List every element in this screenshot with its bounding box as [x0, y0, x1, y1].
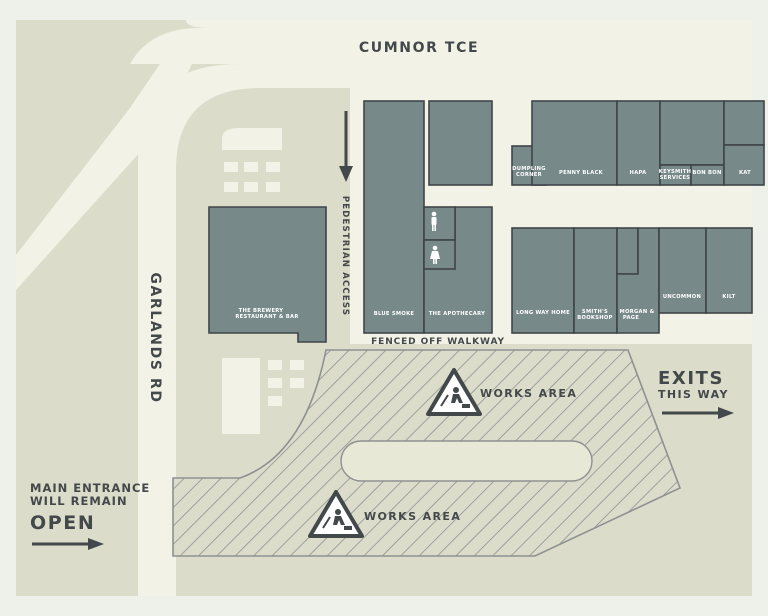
- building-hapa: [616, 100, 661, 186]
- building-keysmith: [659, 100, 725, 166]
- shop-label-uncommon: UNCOMMON: [663, 294, 701, 300]
- pedestrian-arrow-icon: [339, 111, 353, 182]
- label-pedestrian-access: PEDESTRIAN ACCESS: [340, 196, 350, 316]
- building-kilt: [705, 227, 753, 314]
- smiths-label-2: BOOKSHOP: [577, 315, 612, 321]
- building-blue-smoke: [363, 100, 425, 334]
- label-this-way: THIS WAY: [658, 388, 729, 401]
- shop-label-the-apothecary: THE APOTHECARY: [429, 311, 485, 317]
- morgan-label-2: PAGE: [623, 315, 639, 321]
- street-garlands-rd: GARLANDS RD: [147, 272, 163, 403]
- shop-label-kilt: KILT: [722, 294, 735, 300]
- svg-text:MORGAN &PAGE: MORGAN &PAGE: [620, 309, 655, 321]
- car-park-bottom: [222, 358, 304, 434]
- label-main-entrance: MAIN ENTRANCE: [30, 481, 150, 495]
- men-at-work-icon: [426, 368, 482, 416]
- brewery-label-1: THE BREWERY: [239, 308, 284, 314]
- smiths-label-1: SMITH'S: [582, 309, 608, 315]
- label-exits: EXITS: [658, 368, 724, 389]
- dumpling-label-1: DUMPLING: [512, 166, 546, 172]
- label-works-area-1: WORKS AREA: [480, 387, 577, 400]
- car-park-top: [222, 128, 282, 192]
- building-morgan-upper: [616, 227, 639, 275]
- building-the-brewery: [208, 206, 327, 343]
- label-fenced-off-walkway: FENCED OFF WALKWAY: [371, 337, 505, 347]
- shop-label-bon-bon: BON BON: [692, 170, 721, 176]
- shop-label-blue-smoke: BLUE SMOKE: [374, 311, 415, 317]
- works-zone-island: [340, 440, 593, 482]
- building-long-way-home: [511, 227, 575, 334]
- label-open: OPEN: [30, 512, 95, 534]
- cumnor-tce-road: [186, 20, 752, 28]
- dumpling-label-2: CORNER: [516, 172, 542, 178]
- label-works-area-2: WORKS AREA: [364, 510, 461, 523]
- street-cumnor-tce: CUMNOR TCE: [359, 40, 479, 56]
- keysmith-label-1: KEYSMITH: [659, 169, 691, 175]
- cumnor-tce-road-main: [200, 28, 752, 64]
- building-smiths-bookshop: [573, 227, 618, 334]
- brewery-label-2: RESTAURANT & BAR: [235, 314, 298, 320]
- keysmith-label-2: SERVICES: [660, 175, 691, 181]
- entrance-arrow-icon: [32, 538, 104, 550]
- building-kat-upper: [723, 100, 765, 146]
- male-toilet-icon: [431, 211, 437, 231]
- shop-label-kat: KAT: [739, 170, 751, 176]
- shop-label-long-way-home: LONG WAY HOME: [516, 310, 570, 316]
- shop-label-hapa: HAPA: [630, 170, 647, 176]
- morgan-label-1: MORGAN &: [620, 309, 655, 315]
- building-upper-central: [428, 100, 493, 186]
- female-toilet-icon: [430, 245, 440, 264]
- building-penny-black: [531, 100, 618, 186]
- corner-road: [130, 28, 200, 64]
- label-will-remain: WILL REMAIN: [30, 494, 128, 508]
- toilets-block-upper: [423, 206, 456, 241]
- building-kat: [723, 144, 765, 186]
- shop-label-penny-black: PENNY BLACK: [559, 170, 604, 176]
- building-uncommon: [658, 227, 707, 314]
- exit-arrow-icon: [662, 407, 734, 419]
- toilets-block-lower: [423, 239, 456, 270]
- men-at-work-icon: [308, 490, 364, 538]
